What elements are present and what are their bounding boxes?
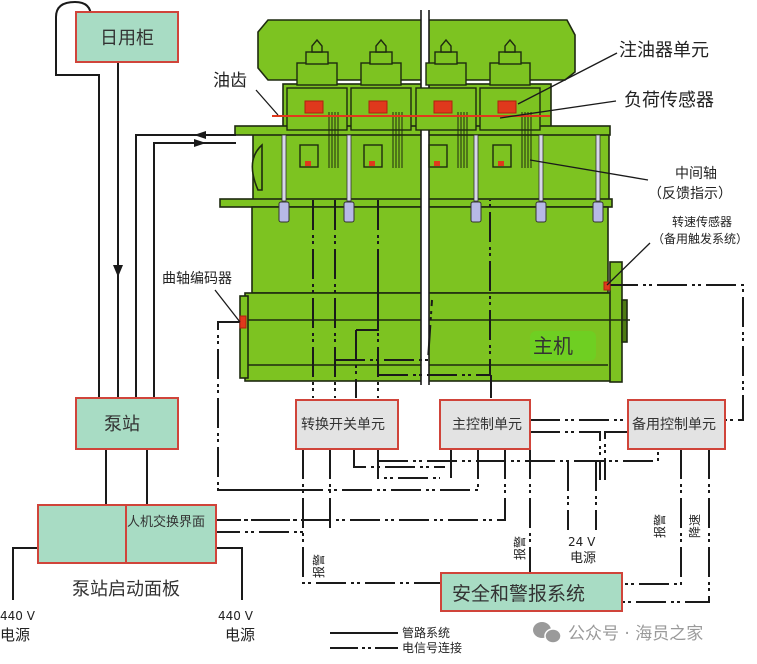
engine-side-bulge: [251, 143, 263, 191]
callout-intermediate-shaft: 中间轴: [675, 166, 717, 182]
load-sensor-block: [433, 100, 453, 114]
engine-flange-hub: [621, 299, 628, 343]
engine-label: 主机: [533, 334, 573, 358]
backup-control-label: 备用控制单元: [632, 416, 716, 433]
callout-injector-unit: 注油器单元: [619, 40, 709, 61]
injector-housing: [425, 62, 467, 86]
injector-tip: [440, 38, 452, 53]
injector-cap: [305, 51, 329, 65]
pump-station-label: 泵站: [104, 414, 140, 435]
legend: 管路系统 电信号连接: [330, 625, 462, 655]
flow-arrow-icon: [194, 131, 206, 139]
engine-crankcase: [251, 206, 609, 294]
load-sensor-block: [497, 100, 517, 114]
injector-cap: [434, 51, 458, 65]
switch-unit-label: 转换开关单元: [301, 416, 385, 433]
intermediate-shaft-box: [363, 144, 383, 168]
alarm-label-1: 报警: [311, 554, 326, 578]
push-rod: [281, 134, 287, 202]
push-rod: [473, 134, 479, 202]
day-tank-box[interactable]: 日用柜: [75, 11, 179, 63]
push-rod: [538, 134, 544, 202]
main-control-box[interactable]: 主控制单元: [439, 399, 531, 450]
pump-start-panel[interactable]: 人机交换界面: [37, 504, 217, 564]
safety-alarm-label: 安全和警报系统: [452, 583, 585, 605]
speed-sensor: [603, 281, 611, 291]
intermediate-shaft-box: [492, 144, 512, 168]
intermediate-shaft-box: [299, 144, 319, 168]
load-sensor-block: [304, 100, 324, 114]
dc-power-voltage: 24 V: [568, 535, 596, 549]
shaft-sensor: [305, 161, 311, 166]
safety-alarm-box[interactable]: 安全和警报系统: [440, 572, 623, 612]
slowdown-label: 降速: [688, 514, 702, 538]
valve-cylinder: [535, 201, 547, 223]
flow-arrow-icon: [194, 139, 206, 147]
shaft-sensor: [369, 161, 375, 166]
pump-station-box[interactable]: 泵站: [75, 397, 179, 450]
flow-arrow-icon: [113, 265, 123, 277]
callout-speed-sensor: 转速传感器: [672, 214, 732, 229]
backup-control-box[interactable]: 备用控制单元: [627, 399, 726, 450]
alarm-label-3: 报警: [652, 514, 667, 538]
injector-housing: [296, 62, 338, 86]
pump-panel-caption: 泵站启动面板: [72, 579, 180, 600]
injector-cap: [369, 51, 393, 65]
callout-feedback-indicator: （反馈指示）: [648, 186, 732, 202]
injector-tip: [311, 38, 323, 53]
injector-cap: [498, 51, 522, 65]
engine-label-bg: [530, 331, 596, 361]
load-sensor-block: [368, 100, 388, 114]
left-power-caption: 电源: [0, 626, 30, 644]
cylinder-units: [278, 38, 604, 223]
injector-housing: [360, 62, 402, 86]
callout-crank-encoder: 曲轴编码器: [162, 271, 232, 287]
callout-oil-gear: 油齿: [213, 71, 247, 91]
valve-cylinder: [278, 201, 290, 223]
injector-tip: [375, 38, 387, 53]
shaft-sensor: [434, 161, 440, 166]
switch-unit-box[interactable]: 转换开关单元: [295, 399, 399, 450]
intermediate-shaft-box: [428, 144, 448, 168]
injector-tip: [504, 38, 516, 53]
wechat-icon: [533, 622, 562, 644]
left-power-voltage: 440 V: [0, 609, 36, 623]
crank-encoder-sensor: [239, 315, 247, 329]
right-power-voltage: 440 V: [218, 609, 254, 623]
piping-lines: [55, 0, 236, 505]
dc-power-caption: 电源: [570, 551, 596, 566]
valve-cylinder: [592, 201, 604, 223]
hmi-label: 人机交换界面: [127, 514, 205, 530]
valve-cylinder: [343, 201, 355, 223]
callout-leaders: [214, 52, 651, 323]
injector-housing: [489, 62, 531, 86]
callout-backup-trigger: （备用触发系统）: [652, 231, 748, 246]
power-lines: [12, 547, 243, 600]
hmi-box[interactable]: [125, 504, 217, 564]
legend-signal-label: 电信号连接: [402, 640, 462, 655]
engine-split-gap: [421, 10, 429, 385]
engine-bedplate-left-plate: [239, 295, 249, 379]
valve-cylinder: [470, 201, 482, 223]
right-power-caption: 电源: [225, 626, 255, 644]
alarm-label-2: 报警: [512, 536, 527, 560]
day-tank-label: 日用柜: [100, 28, 154, 49]
legend-piping-label: 管路系统: [402, 625, 450, 640]
shaft-sensor: [498, 161, 504, 166]
signal-lines: [210, 200, 744, 603]
push-rod: [595, 134, 601, 202]
main-control-label: 主控制单元: [452, 417, 522, 433]
callout-load-sensor: 负荷传感器: [624, 90, 714, 111]
push-rod: [346, 134, 352, 202]
watermark: 公众号 · 海员之家: [533, 622, 703, 644]
watermark-text: 公众号 · 海员之家: [568, 624, 703, 644]
